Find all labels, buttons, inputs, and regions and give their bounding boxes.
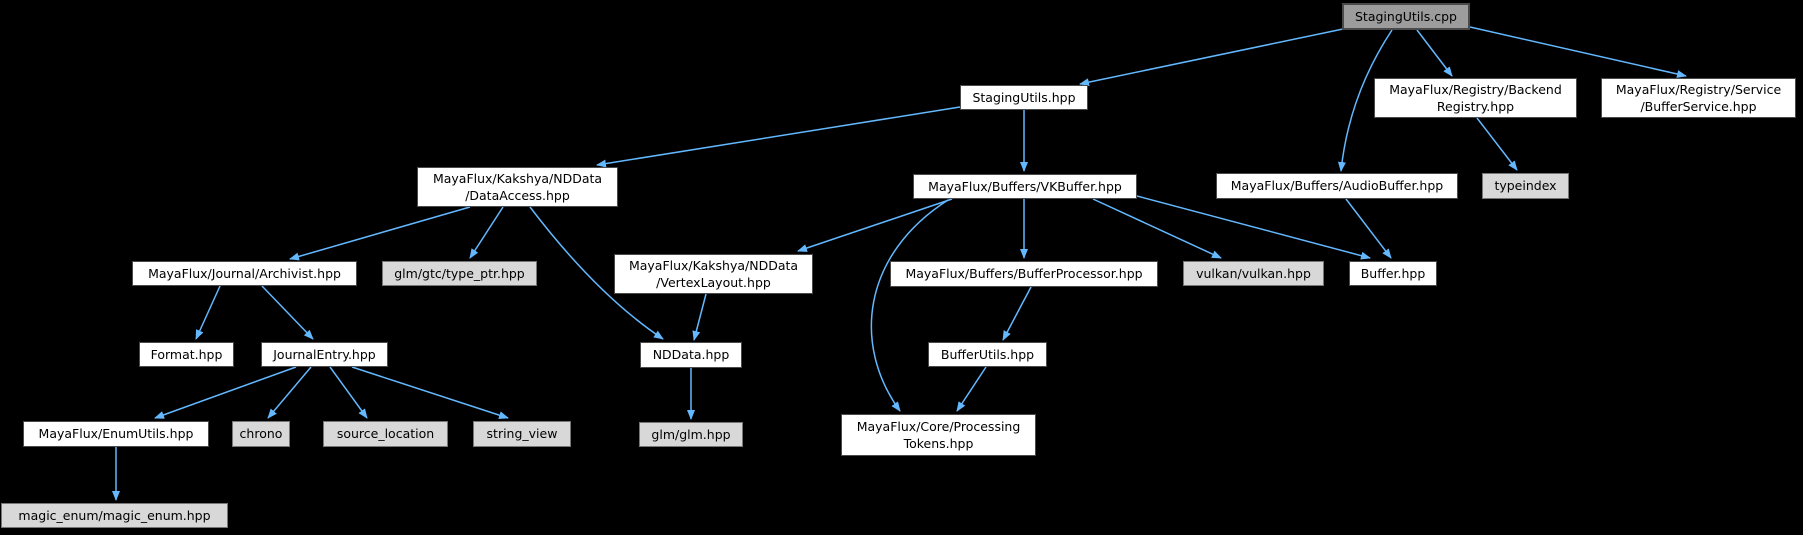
node-label: Registry.hpp xyxy=(1436,99,1515,114)
node-label: magic_enum/magic_enum.hpp xyxy=(18,507,211,523)
node-label: MayaFlux/Core/Processing xyxy=(856,418,1021,434)
edge-archivist-to-format xyxy=(195,285,221,340)
node-label: StagingUtils.cpp xyxy=(1355,8,1457,24)
node-label: glm/glm.hpp xyxy=(651,426,731,442)
node-string-view: string_view xyxy=(473,421,571,447)
node-magic-enum: magic_enum/magic_enum.hpp xyxy=(1,503,228,528)
edge-archivist-to-journal-entry xyxy=(261,285,314,340)
node-label: string_view xyxy=(486,426,558,442)
node-label: MayaFlux/Buffers/AudioBuffer.hpp xyxy=(1230,178,1444,194)
edge-journal-entry-to-enum-utils xyxy=(154,366,297,419)
edge-vkbuffer-to-buffer-hpp xyxy=(1136,195,1371,260)
node-data-access[interactable]: MayaFlux/Kakshya/NDData/DataAccess.hpp xyxy=(417,167,618,207)
node-source-location: source_location xyxy=(323,421,448,447)
edge-staging-cpp-to-staging-hpp xyxy=(1079,28,1344,87)
node-enum-utils[interactable]: MayaFlux/EnumUtils.hpp xyxy=(23,421,209,447)
node-label: Buffer.hpp xyxy=(1360,265,1426,281)
edge-staging-cpp-to-audio-buffer xyxy=(1337,29,1393,172)
node-archivist[interactable]: MayaFlux/Journal/Archivist.hpp xyxy=(132,261,357,286)
node-label: MayaFlux/Journal/Archivist.hpp xyxy=(148,265,341,281)
node-label: MayaFlux/Registry/Service xyxy=(1615,81,1782,97)
node-label: BufferUtils.hpp xyxy=(940,346,1035,362)
node-buffer-utils[interactable]: BufferUtils.hpp xyxy=(928,342,1047,367)
node-type-ptr: glm/gtc/type_ptr.hpp xyxy=(382,261,537,286)
node-label: vulkan/vulkan.hpp xyxy=(1196,265,1311,281)
edge-staging-hpp-to-data-access xyxy=(596,106,961,168)
node-buffer-service[interactable]: MayaFlux/Registry/Service/BufferService.… xyxy=(1601,78,1796,118)
node-label: /BufferService.hpp xyxy=(1640,99,1757,114)
node-audio-buffer[interactable]: MayaFlux/Buffers/AudioBuffer.hpp xyxy=(1216,173,1458,199)
node-label: MayaFlux/Buffers/BufferProcessor.hpp xyxy=(905,266,1143,282)
node-label: MayaFlux/Registry/Backend xyxy=(1389,81,1562,97)
edge-buffer-utils-to-processing-tokens xyxy=(956,366,987,412)
node-chrono: chrono xyxy=(232,421,290,447)
edge-data-access-to-archivist xyxy=(289,206,471,261)
edge-journal-entry-to-string-view xyxy=(351,366,509,420)
node-label: typeindex xyxy=(1494,178,1557,194)
node-label: glm/gtc/type_ptr.hpp xyxy=(394,265,525,281)
node-format[interactable]: Format.hpp xyxy=(139,342,234,367)
node-label: MayaFlux/Buffers/VKBuffer.hpp xyxy=(928,178,1122,194)
edge-data-access-to-type-ptr xyxy=(469,206,504,259)
node-vkbuffer[interactable]: MayaFlux/Buffers/VKBuffer.hpp xyxy=(913,174,1137,199)
node-glm: glm/glm.hpp xyxy=(639,422,743,447)
node-staging-hpp[interactable]: StagingUtils.hpp xyxy=(960,85,1088,110)
node-label: MayaFlux/Kakshya/NDData xyxy=(432,170,603,186)
edge-vkbuffer-to-vertex-layout xyxy=(797,198,953,252)
node-vertex-layout[interactable]: MayaFlux/Kakshya/NDData/VertexLayout.hpp xyxy=(614,254,813,294)
node-buffer-hpp[interactable]: Buffer.hpp xyxy=(1349,261,1437,286)
node-label: JournalEntry.hpp xyxy=(273,346,376,362)
node-label: Format.hpp xyxy=(150,346,223,362)
edge-staging-cpp-to-backend-registry xyxy=(1416,29,1453,77)
node-label: source_location xyxy=(336,426,435,442)
node-nddata[interactable]: NDData.hpp xyxy=(640,342,742,368)
edge-journal-entry-to-source-location xyxy=(329,366,368,419)
node-label: StagingUtils.hpp xyxy=(972,89,1076,105)
edge-vkbuffer-to-processing-tokens xyxy=(870,199,949,412)
edge-staging-cpp-to-buffer-service xyxy=(1469,26,1687,78)
edge-journal-entry-to-chrono xyxy=(267,366,312,419)
node-label: Tokens.hpp xyxy=(903,436,974,451)
node-staging-cpp: StagingUtils.cpp xyxy=(1342,3,1470,30)
node-label: /DataAccess.hpp xyxy=(465,188,570,203)
edge-audio-buffer-to-buffer-hpp xyxy=(1345,198,1392,259)
node-label: MayaFlux/Kakshya/NDData xyxy=(628,257,799,273)
edge-vkbuffer-to-vulkan xyxy=(1092,198,1222,259)
node-label: chrono xyxy=(239,426,283,442)
node-buffer-processor[interactable]: MayaFlux/Buffers/BufferProcessor.hpp xyxy=(890,261,1158,287)
node-label: MayaFlux/EnumUtils.hpp xyxy=(38,426,194,442)
node-journal-entry[interactable]: JournalEntry.hpp xyxy=(261,342,388,367)
node-label: /VertexLayout.hpp xyxy=(656,275,771,290)
edge-vertex-layout-to-nddata xyxy=(692,293,707,341)
edge-backend-registry-to-typeindex xyxy=(1476,117,1518,171)
node-vulkan: vulkan/vulkan.hpp xyxy=(1183,261,1324,286)
node-typeindex: typeindex xyxy=(1482,173,1569,199)
node-label: NDData.hpp xyxy=(652,347,730,363)
edge-buffer-processor-to-buffer-utils xyxy=(1002,286,1032,341)
edge-data-access-to-nddata xyxy=(529,206,664,340)
